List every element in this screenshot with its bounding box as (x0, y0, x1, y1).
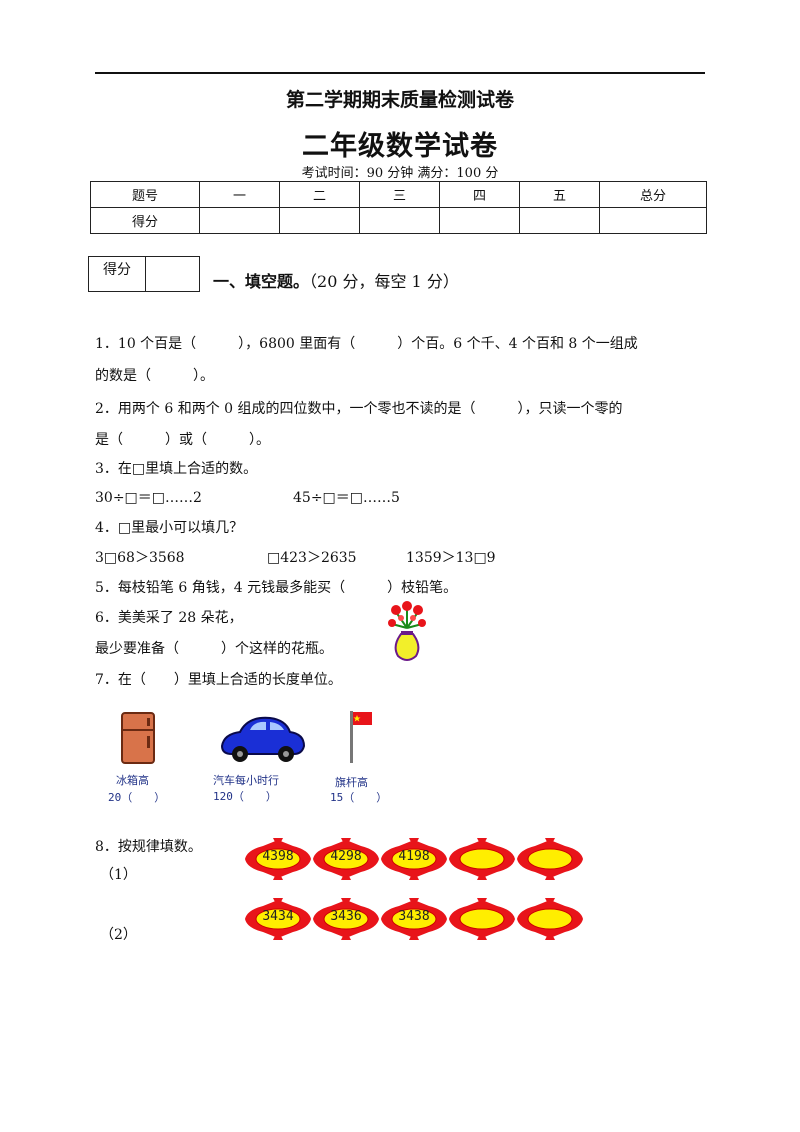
lantern-icon (245, 838, 311, 880)
section-note: （20 分，每空 1 分） (309, 272, 459, 291)
question-3-expr-1: 30÷□＝□……2 (95, 490, 202, 506)
car-answer: 120（ ） (213, 790, 277, 803)
section-heading: 一、填空题。（20 分，每空 1 分） (213, 268, 459, 292)
lantern-number: 3438 (398, 909, 430, 924)
lantern[interactable] (447, 836, 517, 882)
score-table-score-row: 得分 (90, 207, 707, 234)
question-8: 8．按规律填数。 (95, 839, 202, 855)
score-entry-cell[interactable] (519, 207, 600, 234)
score-cell: 五 (519, 181, 600, 208)
lantern: 3436 (311, 896, 381, 942)
lantern: 3438 (379, 896, 449, 942)
exam-info: 考试时间：90 分钟 满分：100 分 (301, 166, 499, 181)
question-2-line2: 是（ ）或（ ）。 (95, 432, 270, 448)
question-6-line2: 最少要准备（ ）个这样的花瓶。 (95, 641, 333, 657)
section-score-label: 得分 (89, 257, 146, 291)
score-table: 题号 一 二 三 四 五 总分 得分 (90, 181, 707, 234)
question-4-expr-2: □423＞2635 (267, 550, 357, 566)
question-1-line1: 1．10 个百是（ ），6800 里面有（ ）个百。6 个千、4 个百和 8 个… (95, 336, 638, 352)
lantern[interactable] (515, 836, 585, 882)
score-entry-cell[interactable] (199, 207, 280, 234)
score-entry-cell[interactable] (279, 207, 360, 234)
question-1-line2: 的数是（ ）。 (95, 368, 214, 384)
exam-title: 第二学期期末质量检测试卷 (285, 89, 514, 111)
lantern-icon (313, 838, 379, 880)
question-8-part-1: （1） (100, 867, 137, 883)
flagpole-image (350, 711, 372, 763)
score-cell: 一 (199, 181, 280, 208)
lantern: 4398 (243, 836, 313, 882)
section-score-box: 得分 (88, 256, 200, 292)
flower-vase-image (388, 601, 426, 661)
question-3-expr-2: 45÷□＝□……5 (293, 490, 400, 506)
question-5: 5．每枝铅笔 6 角钱，4 元钱最多能买（ ）枝铅笔。 (95, 580, 458, 596)
lantern-icon (381, 898, 447, 940)
question-8-part-2: （2） (100, 927, 137, 943)
score-entry-cell[interactable] (359, 207, 440, 234)
question-3: 3．在□里填上合适的数。 (95, 461, 258, 477)
lantern-icon (517, 838, 583, 880)
question-4-expr-3: 1359＞13□9 (406, 550, 496, 566)
question-4: 4．□里最小可以填几？ (95, 520, 244, 536)
question-2-line1: 2．用两个 6 和两个 0 组成的四位数中，一个零也不读的是（ ），只读一个零的 (95, 401, 623, 417)
lantern: 4298 (311, 836, 381, 882)
fridge-image (121, 712, 155, 764)
fridge-caption: 冰箱高 (116, 774, 149, 787)
lantern[interactable] (515, 896, 585, 942)
flag-answer: 15（ ） (330, 791, 388, 804)
lantern[interactable] (447, 896, 517, 942)
exam-subtitle: 二年级数学试卷 (302, 131, 498, 162)
score-cell: 总分 (599, 181, 707, 208)
score-cell: 题号 (90, 181, 200, 208)
lantern-number: 4198 (398, 849, 430, 864)
lantern-icon (517, 898, 583, 940)
score-entry-cell[interactable] (599, 207, 707, 234)
top-rule (95, 72, 705, 74)
lantern-number: 4298 (330, 849, 362, 864)
lantern: 4198 (379, 836, 449, 882)
lantern: 3434 (243, 896, 313, 942)
flag-caption: 旗杆高 (335, 776, 368, 789)
lantern-number: 4398 (262, 849, 294, 864)
score-table-header-row: 题号 一 二 三 四 五 总分 (90, 181, 707, 208)
lantern-number: 3434 (262, 909, 294, 924)
lantern-icon (449, 898, 515, 940)
car-caption: 汽车每小时行 (213, 774, 279, 787)
question-6-line1: 6．美美采了 28 朵花， (95, 610, 243, 626)
question-4-expr-1: 3□68＞3568 (95, 550, 185, 566)
score-cell: 三 (359, 181, 440, 208)
car-image (220, 716, 306, 762)
score-entry-cell[interactable] (439, 207, 520, 234)
lantern-icon (449, 838, 515, 880)
score-cell: 得分 (90, 207, 200, 234)
score-cell: 二 (279, 181, 360, 208)
question-7: 7．在（ ）里填上合适的长度单位。 (95, 672, 342, 688)
fridge-answer: 20（ ） (108, 791, 166, 804)
lantern-icon (245, 898, 311, 940)
lantern-icon (313, 898, 379, 940)
section-title: 一、填空题。 (213, 272, 310, 291)
lantern-icon (381, 838, 447, 880)
score-cell: 四 (439, 181, 520, 208)
lantern-number: 3436 (330, 909, 362, 924)
